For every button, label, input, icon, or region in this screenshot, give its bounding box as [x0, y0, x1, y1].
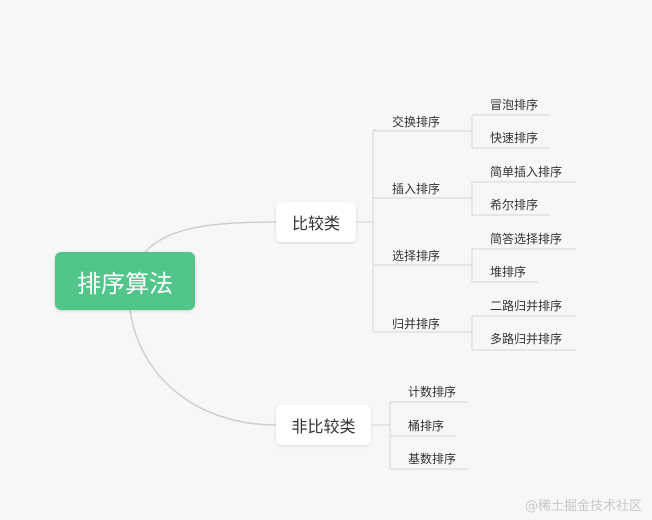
root-node[interactable]: 排序算法 — [55, 252, 195, 310]
connector-root-noncompare — [129, 309, 277, 426]
group-insert-sort[interactable]: 插入排序 — [392, 182, 441, 196]
leaf-simple-select-sort[interactable]: 简答选择排序 — [490, 232, 563, 246]
branch-compare[interactable]: 比较类 — [276, 202, 356, 242]
leaf-quick-sort[interactable]: 快速排序 — [490, 131, 539, 145]
branch-noncompare[interactable]: 非比较类 — [276, 405, 371, 445]
group-exchange-sort[interactable]: 交换排序 — [392, 115, 441, 129]
watermark: @稀土掘金技术社区 — [524, 499, 642, 514]
leaf-radix-sort[interactable]: 基数排序 — [408, 452, 457, 466]
leaf-heap-sort[interactable]: 堆排序 — [490, 265, 527, 279]
leaf-multi-way-merge-sort[interactable]: 多路归并排序 — [490, 332, 563, 346]
leaf-counting-sort[interactable]: 计数排序 — [408, 385, 457, 399]
leaf-bucket-sort[interactable]: 桶排序 — [408, 419, 445, 433]
leaf-shell-sort[interactable]: 希尔排序 — [490, 198, 539, 212]
group-select-sort[interactable]: 选择排序 — [392, 249, 441, 263]
connector-compare-bracket — [356, 129, 377, 331]
leaf-simple-insert-sort[interactable]: 简单插入排序 — [490, 165, 563, 179]
leaf-two-way-merge-sort[interactable]: 二路归并排序 — [490, 299, 563, 313]
leaf-bubble-sort[interactable]: 冒泡排序 — [490, 98, 539, 112]
connector-root-compare — [144, 221, 277, 253]
group-merge-sort[interactable]: 归并排序 — [392, 317, 441, 331]
